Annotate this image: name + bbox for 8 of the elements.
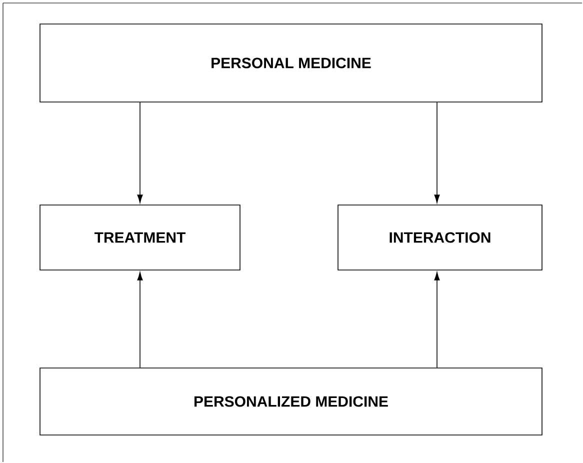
text-box: PERSONAL MEDICINE: [40, 24, 542, 102]
arrow: [137, 272, 143, 368]
arrow: [137, 102, 143, 203]
text-box: INTERACTION: [338, 204, 542, 270]
arrow: [434, 272, 440, 368]
text-box: PERSONALIZED MEDICINE: [40, 368, 542, 436]
text-box: TREATMENT: [40, 204, 240, 270]
arrow: [434, 102, 440, 203]
